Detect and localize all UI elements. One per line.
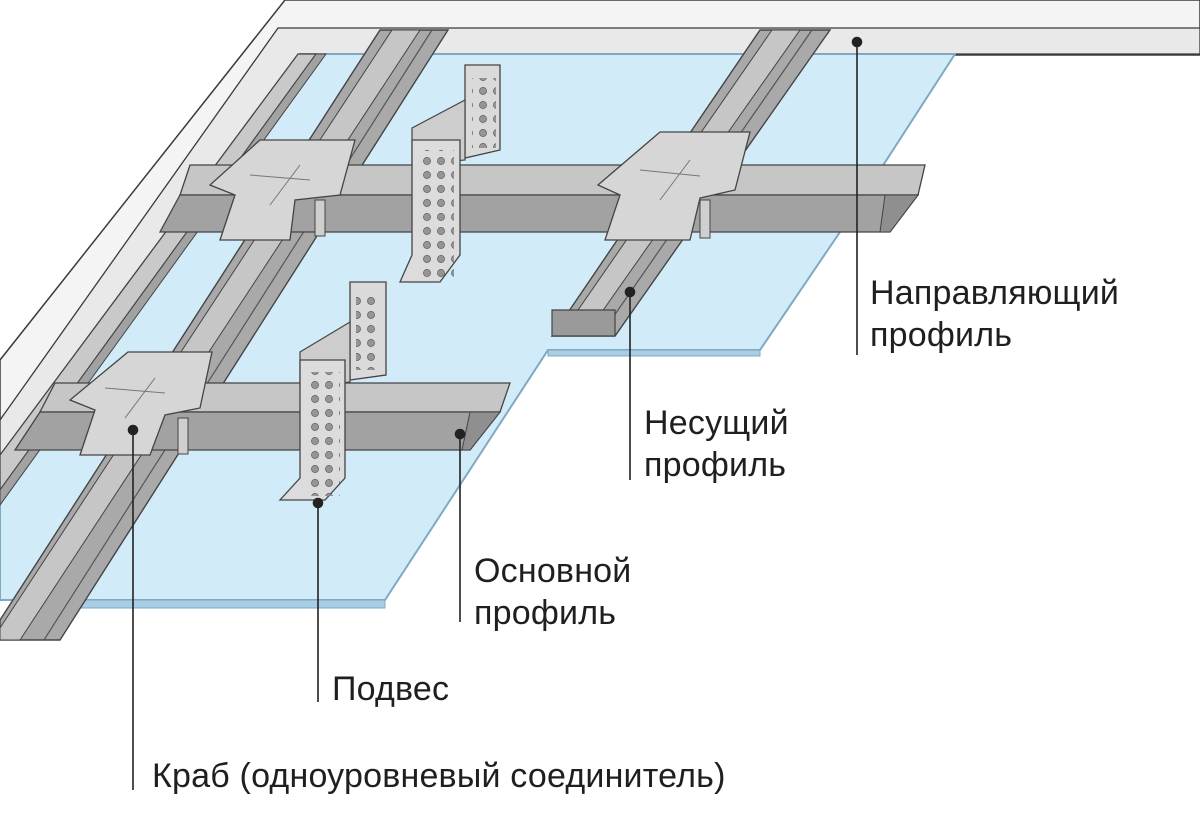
label-guide-profile: Направляющий профиль [870, 272, 1119, 356]
label-main-profile: Основной профиль [474, 550, 631, 634]
plasterboard-edge [49, 599, 386, 609]
plasterboard-edge [547, 349, 761, 357]
crab-connector-lower [68, 351, 213, 456]
label-main-profile-line2: профиль [474, 594, 617, 632]
label-bearing-profile-line2: профиль [644, 446, 787, 484]
label-guide-profile-line2: профиль [870, 316, 1013, 354]
hanger-lower [278, 281, 387, 501]
label-bearing-profile-line1: Несущий [644, 404, 789, 442]
label-hanger-line1: Подвес [332, 670, 450, 708]
label-main-profile-line1: Основной [474, 552, 632, 590]
crab-connector-upper-left [208, 139, 356, 241]
hanger-upper [398, 64, 501, 283]
label-hanger: Подвес [332, 668, 449, 710]
label-guide-profile-line1: Направляющий [870, 274, 1120, 312]
label-crab-line1: Краб (одноуровневый соединитель) [152, 757, 726, 795]
label-bearing-profile: Несущий профиль [644, 402, 789, 486]
crab-connector-upper-right [596, 131, 751, 241]
label-crab: Краб (одноуровневый соединитель) [152, 755, 726, 797]
